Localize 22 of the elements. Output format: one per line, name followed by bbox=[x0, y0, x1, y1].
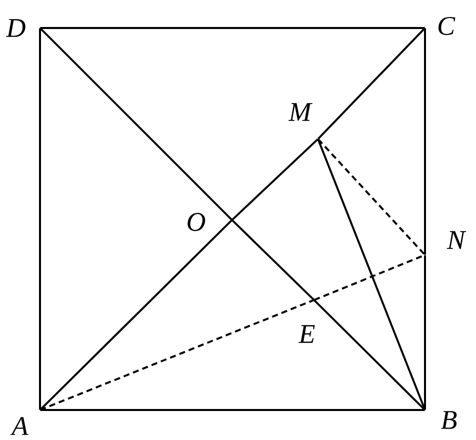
point-label: A bbox=[10, 417, 28, 435]
line-segment bbox=[39, 28, 41, 410]
point-label: D bbox=[6, 19, 26, 37]
point-label: M bbox=[288, 103, 312, 121]
line-segment bbox=[232, 138, 318, 221]
line-segment bbox=[40, 28, 233, 221]
point-label: B bbox=[441, 411, 457, 429]
line-segment bbox=[40, 27, 425, 29]
line-segment bbox=[317, 138, 426, 410]
line-segment bbox=[424, 255, 426, 410]
point-label: E bbox=[298, 325, 315, 343]
line-segment bbox=[40, 220, 232, 411]
point-label: O bbox=[188, 212, 206, 232]
line-segment bbox=[317, 138, 426, 256]
line-segment bbox=[40, 409, 425, 411]
line-segment bbox=[317, 28, 426, 140]
line-segment bbox=[40, 299, 314, 411]
line-segment bbox=[424, 28, 426, 255]
point-label: C bbox=[438, 16, 456, 36]
point-label: N bbox=[446, 231, 466, 249]
line-segment bbox=[232, 219, 314, 301]
line-segment bbox=[314, 300, 426, 411]
